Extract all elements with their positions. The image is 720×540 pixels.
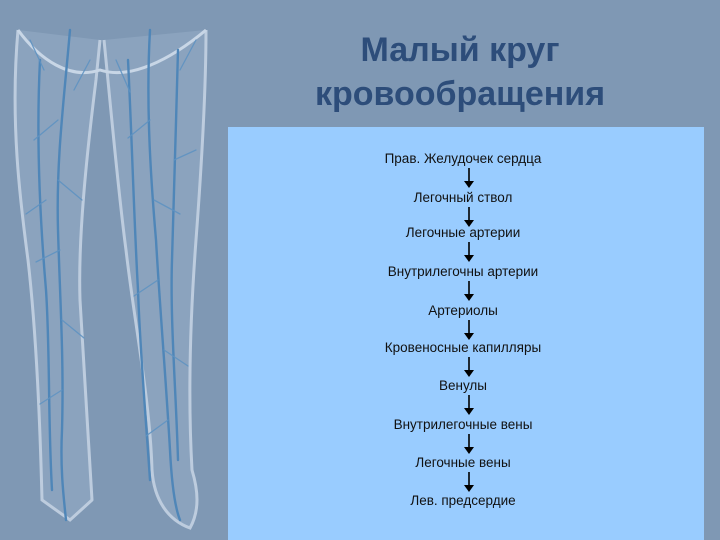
flow-step-pulmonary-arteries: Легочные артерии: [405, 225, 521, 240]
flow-arrow: [464, 281, 474, 301]
flowchart-panel: Прав. Желудочек сердца Легочный ствол Ле…: [228, 127, 704, 540]
flow-arrow: [464, 207, 474, 227]
flow-step-intrapulmonary-arteries: Внутрилегочны артерии: [387, 264, 539, 279]
flow-step-left-atrium: Лев. предсердие: [410, 493, 516, 508]
title-line-2: кровообращения: [314, 75, 606, 113]
flow-arrow: [464, 320, 474, 340]
flow-step-capillaries: Кровеносные капилляры: [384, 340, 542, 355]
flow-arrow: [464, 357, 474, 377]
flow-arrow: [464, 395, 474, 415]
flow-step-intrapulmonary-veins: Внутрилегочные вены: [393, 417, 533, 432]
flow-arrow: [464, 168, 474, 188]
flow-arrow: [464, 472, 474, 492]
title-line-1: Малый круг: [360, 31, 560, 69]
flow-arrow: [464, 434, 474, 454]
page-title: Малый круг кровообращения: [240, 28, 680, 116]
flow-arrow: [464, 242, 474, 262]
flow-step-right-ventricle: Прав. Желудочек сердца: [384, 151, 542, 166]
flow-step-arterioles: Артериолы: [428, 303, 498, 318]
flow-step-venules: Венулы: [438, 378, 487, 393]
flow-step-pulmonary-veins: Легочные вены: [415, 455, 511, 470]
flow-step-pulmonary-trunk: Легочный ствол: [413, 190, 513, 205]
